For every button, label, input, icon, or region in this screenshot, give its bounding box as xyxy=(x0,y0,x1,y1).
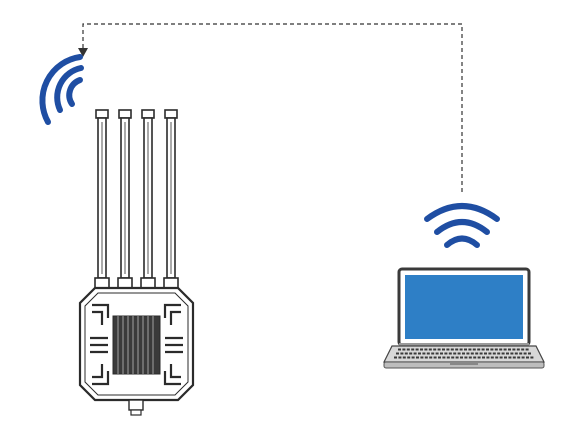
router-wifi-arc-small xyxy=(66,77,83,107)
antenna-3 xyxy=(140,109,156,291)
antenna-2 xyxy=(117,109,133,291)
router-wifi-arc-medium xyxy=(54,65,84,113)
antenna-1 xyxy=(94,109,110,291)
router-heatsink xyxy=(112,315,161,375)
laptop-icon xyxy=(383,267,545,369)
laptop-keyboard xyxy=(394,348,534,359)
router-heatsink-fins xyxy=(117,316,154,374)
router-corner-fins xyxy=(90,303,183,386)
laptop-wifi-signal-icon xyxy=(424,203,500,248)
router-wifi-arc-large xyxy=(39,54,83,125)
laptop-screen xyxy=(405,275,523,339)
laptop-wifi-arc-small xyxy=(444,235,480,248)
laptop-wifi-arc-medium xyxy=(434,219,490,235)
link-arrowhead xyxy=(78,48,88,57)
laptop-wifi-arc-large xyxy=(424,203,500,222)
wireless-link-connector xyxy=(78,23,463,192)
router-antennas xyxy=(94,109,179,291)
router-wifi-signal-icon xyxy=(39,54,84,125)
outdoor-router-icon xyxy=(78,109,195,416)
dashed-link-line xyxy=(82,23,463,192)
antenna-4 xyxy=(163,109,179,291)
router-bottom-connector xyxy=(128,399,144,411)
laptop-trackpad-notch xyxy=(450,362,478,365)
laptop-screen-bezel-line xyxy=(399,343,529,346)
router-body xyxy=(78,286,195,416)
